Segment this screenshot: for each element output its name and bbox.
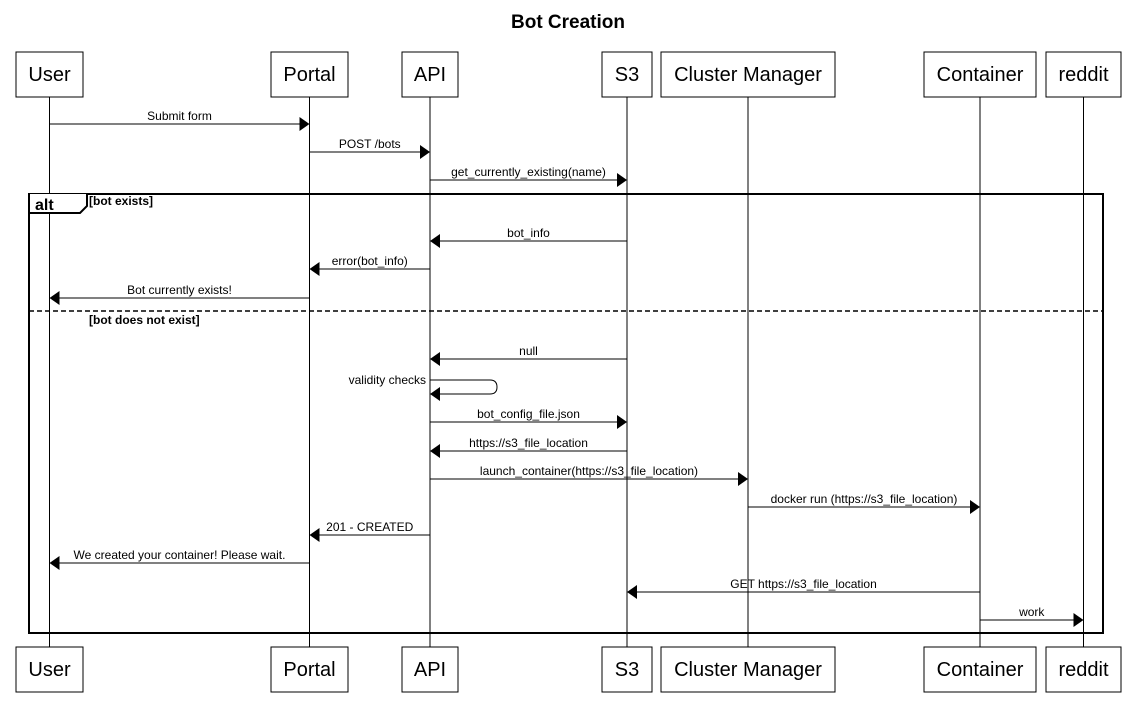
alt-condition-2: [bot does not exist] (89, 313, 200, 327)
participant-label-api-top: API (414, 64, 446, 86)
message-label: GET https://s3_file_location (730, 577, 877, 591)
participant-label-reddit-bottom: reddit (1058, 659, 1108, 681)
message-4: bot_info (430, 226, 627, 248)
message-11: launch_container(https://s3_file_locatio… (430, 464, 748, 486)
participant-box-portal-top (270, 51, 349, 98)
arrowhead (617, 173, 627, 187)
message-label: work (1018, 605, 1045, 619)
message-12: docker run (https://s3_file_location) (748, 492, 980, 514)
lifelines (49, 97, 1084, 647)
alt-condition-1: [bot exists] (89, 194, 153, 208)
message-15: GET https://s3_file_location (627, 577, 980, 599)
participant-box-api-top (401, 51, 459, 98)
alt-frame (28, 193, 1104, 634)
participant-label-user-top: User (28, 64, 71, 86)
arrowhead (309, 262, 320, 276)
message-10: https://s3_file_location (430, 436, 627, 458)
message-13: 201 - CREATED (309, 520, 430, 542)
participant-box-s3-bottom (601, 646, 653, 693)
message-label: Bot currently exists! (127, 283, 232, 297)
participant-label-s3-top: S3 (615, 64, 639, 86)
message-8: validity checks (349, 373, 498, 401)
participant-box-container-bottom (923, 646, 1037, 693)
message-label: null (519, 344, 538, 358)
participant-box-api-bottom (401, 646, 459, 693)
message-16: work (980, 605, 1084, 627)
arrowhead (970, 500, 980, 514)
message-2: POST /bots (309, 137, 430, 159)
message-9: bot_config_file.json (430, 407, 627, 429)
participant-label-reddit-top: reddit (1058, 64, 1108, 86)
participant-label-s3-bottom: S3 (615, 659, 639, 681)
participant-box-cluster-manager-bottom (660, 646, 836, 693)
arrowhead (738, 472, 748, 486)
message-7: null (430, 344, 627, 366)
message-label: POST /bots (339, 137, 401, 151)
participant-box-reddit-bottom (1045, 646, 1122, 693)
message-1: Submit form (49, 109, 310, 131)
participant-box-s3-top (601, 51, 653, 98)
message-label: error(bot_info) (332, 254, 408, 268)
participant-box-container-top (923, 51, 1037, 98)
participant-box-cluster-manager-top (660, 51, 836, 98)
message-label: docker run (https://s3_file_location) (771, 492, 958, 506)
message-label: https://s3_file_location (469, 436, 588, 450)
arrowhead (430, 444, 440, 458)
message-label: validity checks (349, 373, 426, 387)
message-14: We created your container! Please wait. (49, 548, 310, 570)
participant-box-portal-bottom (270, 646, 349, 693)
arrowhead (430, 387, 440, 401)
participant-label-user-bottom: User (28, 659, 71, 681)
arrowhead (1073, 613, 1084, 627)
arrowhead (430, 352, 440, 366)
participant-label-api-bottom: API (414, 659, 446, 681)
participant-box-reddit-top (1045, 51, 1122, 98)
message-label: Submit form (147, 109, 212, 123)
arrowhead (627, 585, 637, 599)
arrowhead (617, 415, 627, 429)
message-6: Bot currently exists! (49, 283, 310, 305)
message-label: launch_container(https://s3_file_locatio… (480, 464, 698, 478)
participant-label-portal-top: Portal (283, 64, 335, 86)
participant-box-user-bottom (15, 646, 84, 693)
alt-tag-box (28, 194, 88, 214)
arrowhead (430, 234, 440, 248)
message-line (430, 379, 498, 395)
diagram-title: Bot Creation (511, 12, 625, 33)
alt-tag: alt (35, 197, 54, 214)
message-label: get_currently_existing(name) (451, 165, 606, 179)
participant-label-cluster-manager-top: Cluster Manager (674, 64, 822, 86)
participant-label-cluster-manager-bottom: Cluster Manager (674, 659, 822, 681)
arrowhead (49, 291, 60, 305)
message-5: error(bot_info) (309, 254, 430, 276)
arrowhead (309, 528, 320, 542)
alt-fragment: alt [bot exists] [bot does not exist] (28, 193, 1104, 634)
arrowhead (49, 556, 60, 570)
message-3: get_currently_existing(name) (430, 165, 627, 187)
arrowhead (299, 117, 310, 131)
participant-box-user-top (15, 51, 84, 98)
participant-label-container-top: Container (937, 64, 1024, 86)
participant-label-container-bottom: Container (937, 659, 1024, 681)
message-label: We created your container! Please wait. (74, 548, 286, 562)
participant-label-portal-bottom: Portal (283, 659, 335, 681)
message-label: bot_config_file.json (477, 407, 580, 421)
message-label: bot_info (507, 226, 550, 240)
arrowhead (420, 145, 430, 159)
message-label: 201 - CREATED (326, 520, 413, 534)
